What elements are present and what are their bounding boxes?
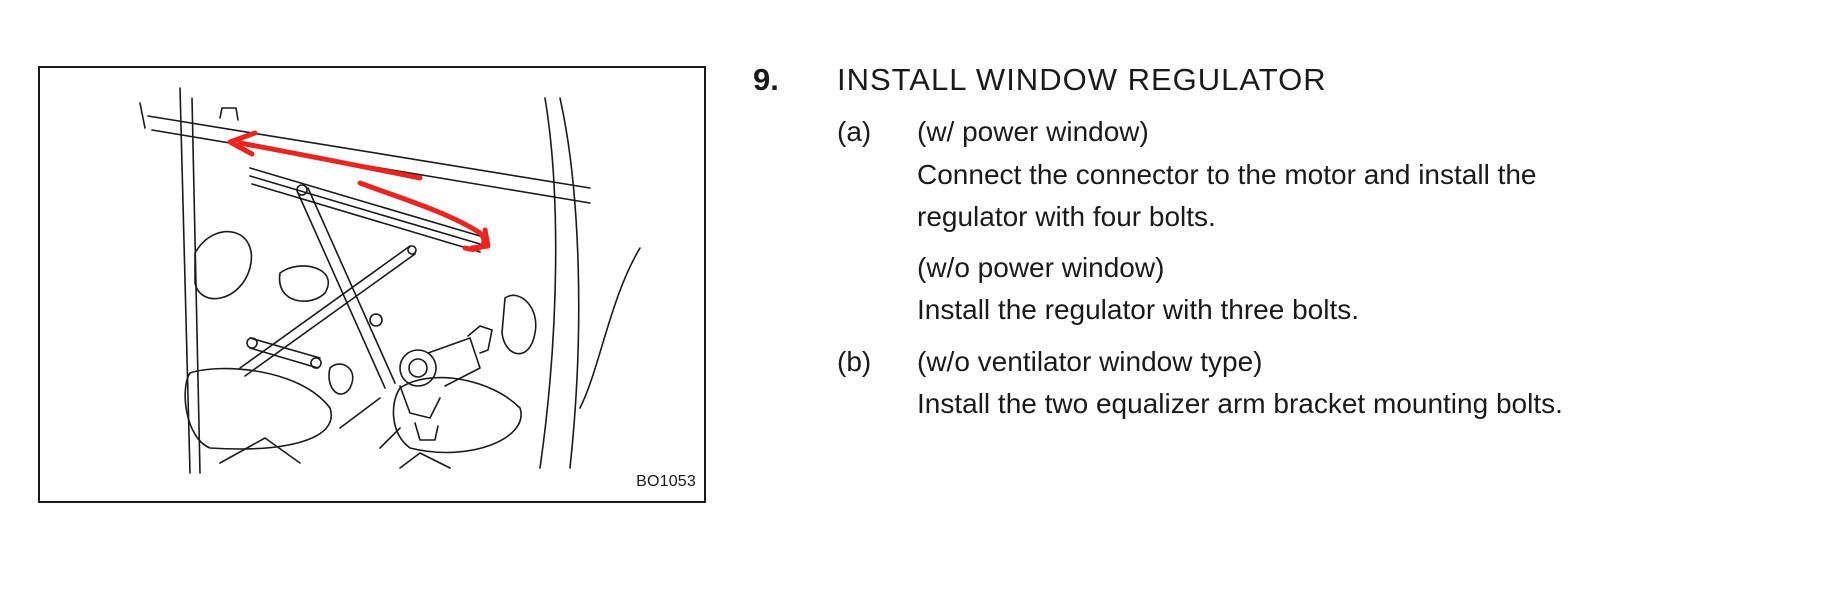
door-regulator-drawing: [139, 87, 641, 474]
instruction-line: Install the two equalizer arm bracket mo…: [917, 388, 1563, 419]
motion-arrow-annotation: [227, 130, 491, 252]
substep-label-b: (b): [837, 346, 872, 377]
instruction-line: Connect the connector to the motor and i…: [917, 159, 1537, 190]
condition-power-window: (w/ power window): [917, 116, 1149, 147]
regulator-illustration: BO1053: [38, 66, 706, 503]
instruction-line: regulator with four bolts.: [917, 201, 1216, 232]
substep-label-a: (a): [837, 116, 872, 147]
door-linework: [139, 87, 641, 474]
figure-code: BO1053: [636, 473, 696, 490]
condition-no-ventilator: (w/o ventilator window type): [917, 346, 1263, 377]
step-title: INSTALL WINDOW REGULATOR: [837, 62, 1327, 97]
instruction-line: Install the regulator with three bolts.: [917, 294, 1360, 325]
condition-no-power-window: (w/o power window): [917, 252, 1165, 283]
step-number: 9.: [753, 62, 779, 97]
